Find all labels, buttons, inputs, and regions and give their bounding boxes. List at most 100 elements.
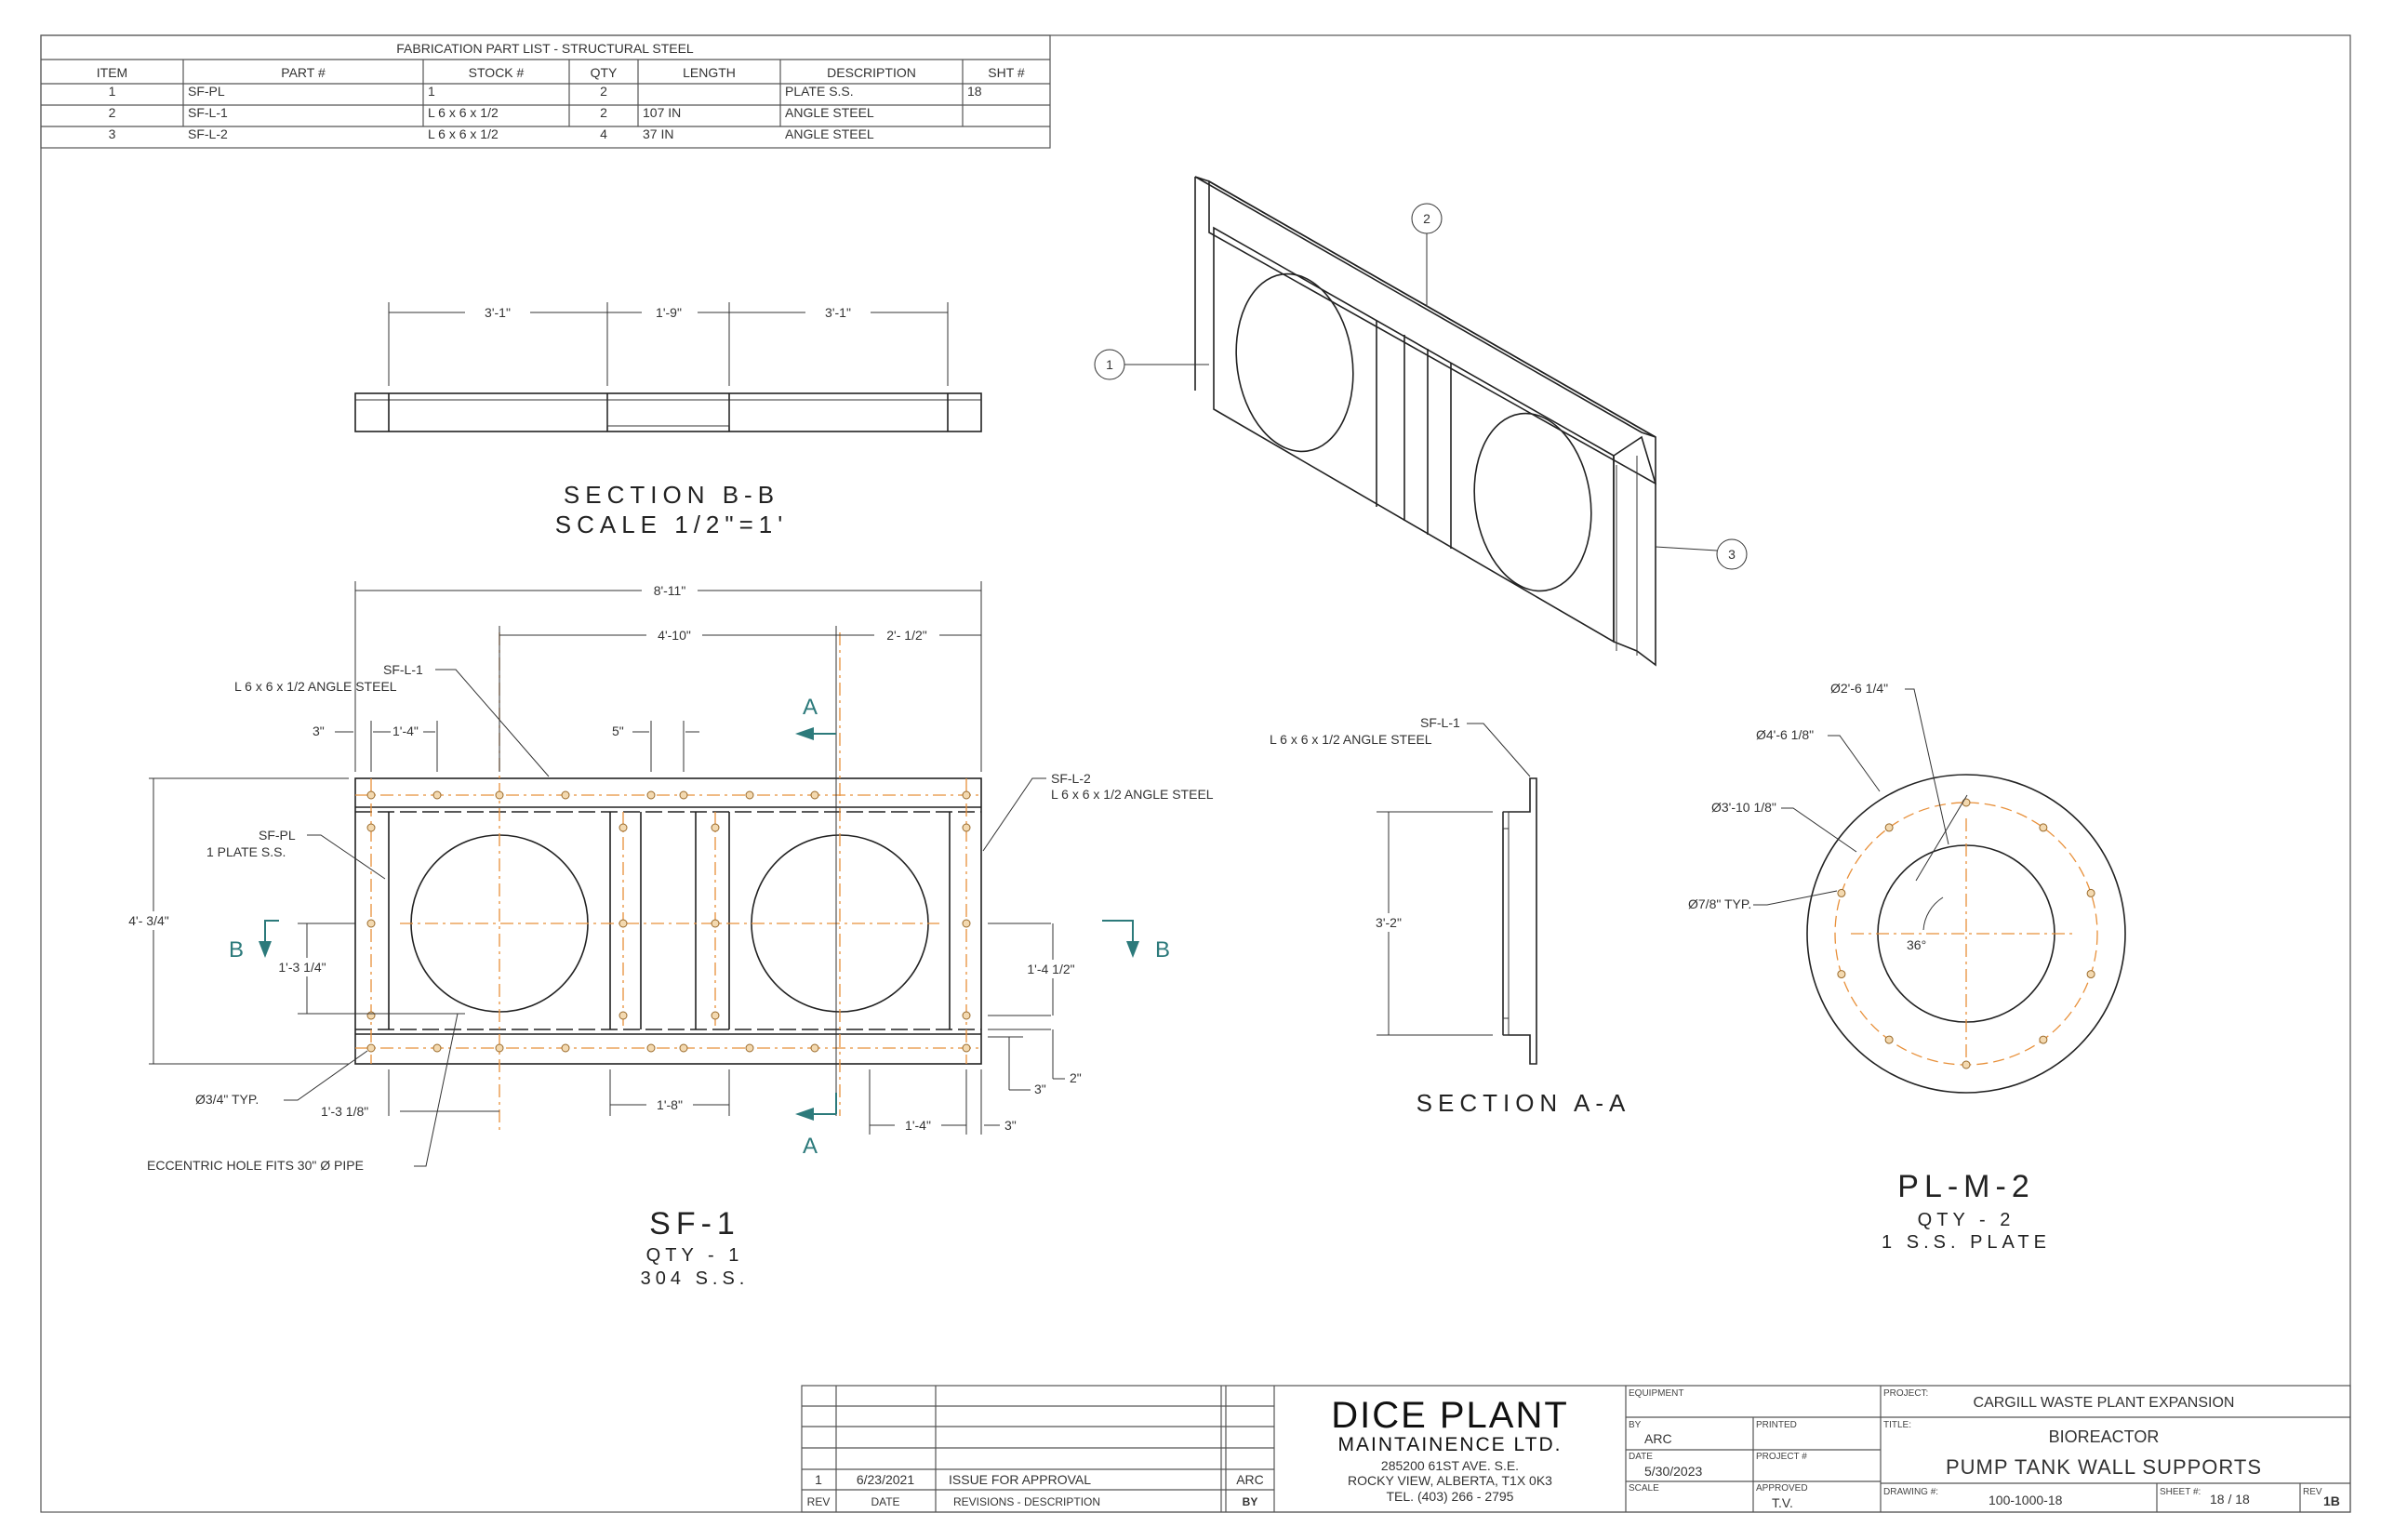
- parts-list-cell: PLATE S.S.: [785, 84, 854, 99]
- isometric-view: 1 2 3: [1094, 176, 1748, 667]
- rev-date: 6/23/2021: [857, 1472, 914, 1487]
- parts-list-cell: ANGLE STEEL: [785, 126, 874, 141]
- dim-right-offset: 2'- 1/2": [886, 628, 926, 643]
- parts-list-header: DESCRIPTION: [827, 65, 916, 80]
- plm2-bolt-circle: Ø3'-10 1/8": [1711, 800, 1776, 815]
- balloon-1-label: 1: [1106, 357, 1113, 372]
- by-label: BY: [1629, 1420, 1642, 1430]
- bolt-hole: [561, 790, 570, 800]
- section-aa-desc: L 6 x 6 x 1/2 ANGLE STEEL: [1270, 732, 1432, 747]
- parts-list-cell: SF-L-1: [188, 105, 228, 120]
- parts-list-cell: 2: [109, 105, 116, 120]
- title-label: TITLE:: [1883, 1420, 1911, 1430]
- dim-bottom-2: 2": [1070, 1070, 1082, 1085]
- plm2-title: PL-M-2: [1897, 1169, 2034, 1204]
- dim-hole-left-horizontal: 1'-3 1/8": [321, 1104, 368, 1119]
- bolt-hole: [711, 919, 720, 928]
- parts-list-cell: L 6 x 6 x 1/2: [428, 126, 499, 141]
- bolt-hole: [679, 790, 688, 800]
- dim-hole-right-vertical: 1'-4 1/2": [1027, 962, 1074, 976]
- bolt-hole: [1837, 970, 1846, 979]
- rev-number: 1: [815, 1472, 822, 1487]
- section-mark-b-right: B: [1155, 937, 1170, 962]
- dim-height: 4'- 3/4": [128, 913, 168, 928]
- callout-bolt: Ø3/4" TYP.: [195, 1092, 259, 1107]
- rev-value: 1B: [2323, 1494, 2340, 1508]
- approved-value: T.V.: [1772, 1495, 1793, 1510]
- bolt-hole: [962, 1043, 971, 1053]
- parts-list-header: LENGTH: [683, 65, 736, 80]
- sheet-label: SHEET #:: [2160, 1487, 2201, 1497]
- project-number-label: PROJECT #: [1756, 1452, 1807, 1462]
- parts-list-cell: 1: [428, 84, 435, 99]
- plm2-material: 1 S.S. PLATE: [1882, 1232, 2051, 1253]
- parts-list-cell: 2: [600, 84, 607, 99]
- rev-by: ARC: [1236, 1472, 1264, 1487]
- parts-list-cell: SF-L-2: [188, 126, 228, 141]
- section-aa-part: SF-L-1: [1420, 715, 1460, 730]
- dim-bolt-space: 1'-4": [392, 724, 419, 738]
- dim-center-gap: 1'-8": [657, 1097, 683, 1112]
- dim-bolt-space-bottom: 1'-4": [905, 1118, 931, 1133]
- bolt-hole: [2039, 1035, 2048, 1044]
- bolt-hole: [366, 919, 376, 928]
- bolt-hole: [711, 1011, 720, 1020]
- parts-list-header: SHT #: [988, 65, 1025, 80]
- bolt-hole: [561, 1043, 570, 1053]
- bolt-hole: [646, 790, 656, 800]
- callout-sf-l1-desc: L 6 x 6 x 1/2 ANGLE STEEL: [234, 679, 397, 694]
- rev-header-date: DATE: [871, 1495, 899, 1508]
- parts-list-cell: SF-PL: [188, 84, 225, 99]
- bb-dim-1: 3'-1": [485, 305, 511, 320]
- scale-label: SCALE: [1629, 1483, 1659, 1494]
- parts-list-cell: 4: [600, 126, 607, 141]
- rev-header-desc: REVISIONS - DESCRIPTION: [953, 1495, 1100, 1508]
- bolt-hole: [432, 1043, 442, 1053]
- parts-list-header: QTY: [591, 65, 618, 80]
- company-address-2: ROCKY VIEW, ALBERTA, T1X 0K3: [1348, 1473, 1552, 1488]
- bolt-hole: [619, 919, 628, 928]
- project-name: CARGILL WASTE PLANT EXPANSION: [1974, 1395, 2235, 1411]
- section-bb-scale: SCALE 1/2"=1': [555, 511, 788, 538]
- parts-list-cell: 107 IN: [643, 105, 681, 120]
- dim-gap: 5": [612, 724, 624, 738]
- plm2-view: 36° Ø2'-6 1/4" Ø4'-6 1/8" Ø3'-10 1/8" Ø7…: [1688, 681, 2126, 1253]
- dim-overall-width: 8'-11": [654, 583, 686, 598]
- parts-list-cell: L 6 x 6 x 1/2: [428, 105, 499, 120]
- rev-label: REV: [2303, 1487, 2322, 1497]
- bolt-hole: [962, 790, 971, 800]
- balloon-3: [1716, 538, 1748, 570]
- plm2-angle: 36°: [1907, 937, 1926, 952]
- printed-label: PRINTED: [1756, 1420, 1797, 1430]
- bolt-hole: [810, 790, 819, 800]
- drawing-title-2: PUMP TANK WALL SUPPORTS: [1946, 1455, 2262, 1479]
- bolt-hole: [366, 1043, 376, 1053]
- rev-header-rev: REV: [807, 1495, 831, 1508]
- bolt-hole: [962, 1011, 971, 1020]
- company-phone: TEL. (403) 266 - 2795: [1387, 1489, 1514, 1504]
- dim-edge: 3": [313, 724, 325, 738]
- parts-list-cell: ANGLE STEEL: [785, 105, 874, 120]
- company-sub: MAINTAINENCE LTD.: [1338, 1434, 1563, 1455]
- parts-list-cell: 37 IN: [643, 126, 673, 141]
- bolt-hole: [745, 1043, 754, 1053]
- callout-eccentric-hole: ECCENTRIC HOLE FITS 30" Ø PIPE: [147, 1158, 364, 1173]
- rev-description: ISSUE FOR APPROVAL: [949, 1472, 1091, 1487]
- section-aa-title: SECTION A-A: [1417, 1089, 1631, 1117]
- plm2-inner-dia: Ø2'-6 1/4": [1830, 681, 1888, 696]
- bolt-hole: [2086, 970, 2095, 979]
- callout-sf-l1-part: SF-L-1: [383, 662, 423, 677]
- company-address-1: 285200 61ST AVE. S.E.: [1381, 1458, 1519, 1473]
- bolt-hole: [1884, 823, 1894, 832]
- callout-sf-l2-part: SF-L-2: [1051, 771, 1091, 786]
- rev-header-by: BY: [1243, 1495, 1258, 1508]
- date-label: DATE: [1629, 1452, 1653, 1462]
- bolt-hole: [432, 790, 442, 800]
- plm2-outer-dia: Ø4'-6 1/8": [1756, 727, 1814, 742]
- parts-list-header: STOCK #: [469, 65, 525, 80]
- callout-sf-pl-desc: 1 PLATE S.S.: [206, 844, 286, 859]
- callout-sf-pl-part: SF-PL: [259, 828, 296, 843]
- parts-list-header: PART #: [281, 65, 326, 80]
- parts-list-header: ITEM: [97, 65, 127, 80]
